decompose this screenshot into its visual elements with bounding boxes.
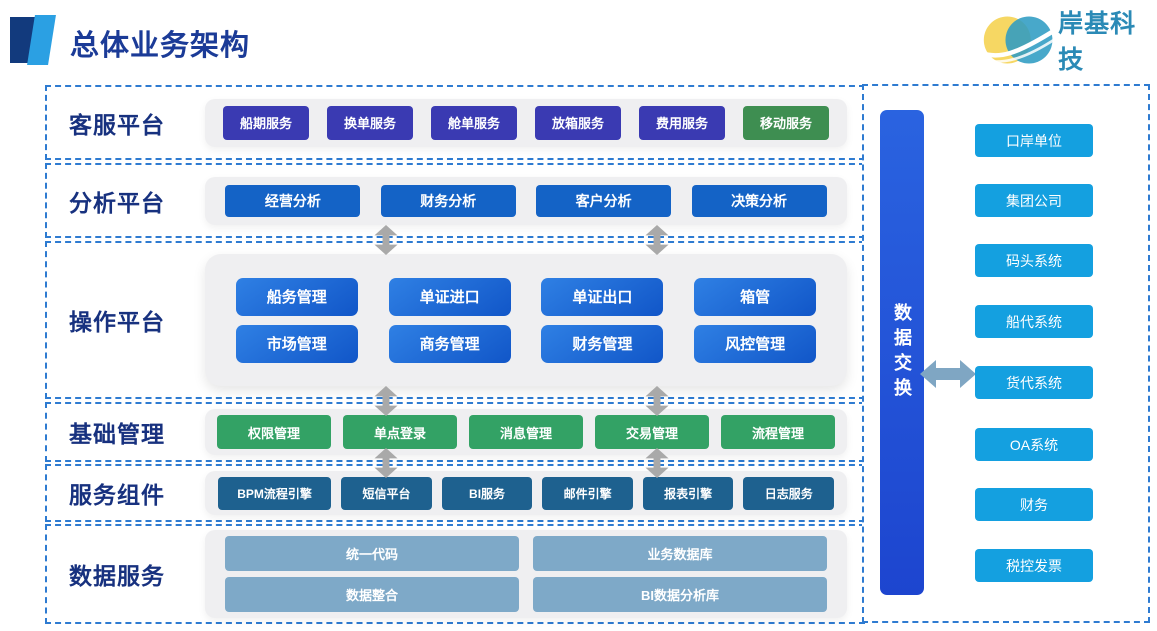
updown-arrow-icon (645, 448, 669, 478)
foundation-chip: 单点登录 (343, 415, 457, 449)
operation-chip: 单证出口 (541, 277, 664, 316)
customer-chip: 放箱服务 (535, 105, 621, 140)
data-exchange-bar: 数据交换 (880, 110, 924, 595)
foundation-chip: 流程管理 (721, 415, 835, 449)
foundation-chip-tray: 权限管理 单点登录 消息管理 交易管理 流程管理 (205, 409, 847, 455)
customer-chip: 船期服务 (223, 105, 309, 140)
company-logo-icon (982, 16, 1057, 64)
external-system-chip: 船代系统 (975, 305, 1093, 338)
external-system-chip: 货代系统 (975, 366, 1093, 399)
company-logo: 岸基科技 (982, 10, 1152, 74)
analysis-chip: 经营分析 (225, 184, 361, 217)
exchange-arrow-icon (920, 356, 976, 392)
row-data-services: 数据服务 统一代码 业务数据库 数据整合 BI数据分析库 (45, 524, 865, 624)
operation-chip: 船务管理 (235, 277, 358, 316)
row-label-foundation: 基础管理 (69, 421, 165, 447)
analysis-chip: 客户分析 (536, 184, 672, 217)
component-chip: 短信平台 (341, 476, 432, 510)
operation-chip: 风控管理 (694, 324, 817, 363)
row-foundation-management: 基础管理 权限管理 单点登录 消息管理 交易管理 流程管理 (45, 402, 865, 462)
component-chip: BPM流程引擎 (218, 476, 332, 510)
dataservice-chip: BI数据分析库 (533, 577, 827, 612)
operation-chip: 市场管理 (235, 324, 358, 363)
page-title: 总体业务架构 (70, 30, 251, 62)
row-label-component: 服务组件 (69, 482, 165, 508)
component-chip: BI服务 (441, 476, 533, 510)
external-system-chip: 集团公司 (975, 184, 1093, 217)
foundation-chip: 交易管理 (595, 415, 709, 449)
external-system-chip: 码头系统 (975, 244, 1093, 277)
dataservice-chip: 数据整合 (225, 577, 519, 612)
company-logo-text: 岸基科技 (1058, 10, 1137, 74)
updown-arrow-icon (374, 386, 398, 416)
data-exchange-bar-label: 数据交换 (892, 302, 912, 403)
foundation-chip: 权限管理 (217, 415, 331, 449)
operation-chip: 财务管理 (541, 324, 664, 363)
analysis-chip: 决策分析 (691, 184, 827, 217)
updown-arrow-icon (645, 225, 669, 255)
analysis-chip: 财务分析 (380, 184, 516, 217)
row-label-customer: 客服平台 (69, 111, 165, 138)
row-service-components: 服务组件 BPM流程引擎 短信平台 BI服务 邮件引擎 报表引擎 日志服务 (45, 464, 865, 522)
customer-chip-mobile: 移动服务 (743, 105, 829, 140)
operation-chip: 箱管 (694, 277, 817, 316)
external-system-chip: 财务 (975, 488, 1093, 521)
component-chip-tray: BPM流程引擎 短信平台 BI服务 邮件引擎 报表引擎 日志服务 (205, 471, 847, 515)
updown-arrow-icon (374, 225, 398, 255)
row-label-dataservice: 数据服务 (69, 563, 165, 589)
external-system-chip: 税控发票 (975, 549, 1093, 582)
customer-chip: 费用服务 (639, 105, 725, 140)
dataservice-chip: 业务数据库 (533, 536, 827, 571)
operation-chip: 商务管理 (388, 324, 511, 363)
customer-chip-tray: 船期服务 换单服务 舱单服务 放箱服务 费用服务 移动服务 (205, 98, 847, 147)
row-label-analysis: 分析平台 (69, 189, 165, 216)
dataservice-chip-tray: 统一代码 业务数据库 数据整合 BI数据分析库 (205, 530, 847, 618)
operation-chip-tray: 船务管理 单证进口 单证出口 箱管 市场管理 商务管理 财务管理 风控管理 (205, 254, 847, 386)
updown-arrow-icon (374, 448, 398, 478)
component-chip: 邮件引擎 (542, 476, 633, 510)
customer-chip: 换单服务 (327, 105, 413, 140)
updown-arrow-icon (645, 386, 669, 416)
row-customer-platform: 客服平台 船期服务 换单服务 舱单服务 放箱服务 费用服务 移动服务 (45, 85, 865, 160)
external-system-chip: 口岸单位 (975, 124, 1093, 157)
component-chip: 报表引擎 (642, 476, 734, 510)
row-analysis-platform: 分析平台 经营分析 财务分析 客户分析 决策分析 (45, 163, 865, 238)
foundation-chip: 消息管理 (469, 415, 583, 449)
dataservice-chip: 统一代码 (225, 536, 519, 571)
data-exchange-panel: 数据交换 口岸单位 集团公司 码头系统 船代系统 货代系统 OA系统 财务 税控… (862, 84, 1150, 623)
customer-chip: 舱单服务 (431, 105, 517, 140)
operation-chip: 单证进口 (388, 277, 511, 316)
analysis-chip-tray: 经营分析 财务分析 客户分析 决策分析 (205, 176, 847, 225)
row-label-operation: 操作平台 (69, 309, 165, 335)
external-system-chip: OA系统 (975, 428, 1093, 461)
row-operation-platform: 操作平台 船务管理 单证进口 单证出口 箱管 市场管理 商务管理 财务管理 风控… (45, 241, 865, 399)
component-chip: 日志服务 (743, 476, 835, 510)
